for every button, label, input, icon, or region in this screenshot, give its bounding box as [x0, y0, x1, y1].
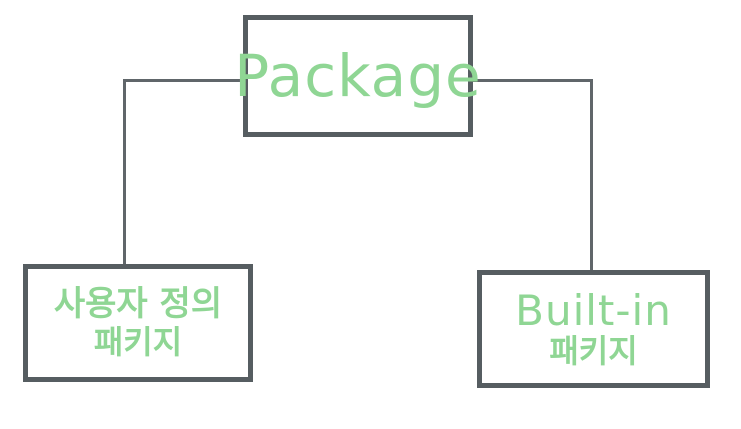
node-built-in-label-line2: 패키지	[549, 331, 638, 370]
node-built-in-label-line1: Built-in	[515, 285, 672, 335]
connector-right-vertical	[590, 79, 593, 271]
node-package: Package	[234, 15, 481, 137]
connector-left-horizontal	[123, 79, 244, 82]
node-user-defined-label-line1: 사용자 정의	[53, 284, 223, 325]
connector-right-horizontal	[472, 79, 593, 82]
node-user-defined-label-line2: 패키지	[93, 323, 183, 362]
node-built-in-package: Built-in 패키지	[477, 270, 710, 388]
connector-left-vertical	[123, 79, 126, 265]
node-user-defined-package: 사용자 정의 패키지	[23, 264, 253, 382]
node-package-label: Package	[234, 42, 482, 110]
